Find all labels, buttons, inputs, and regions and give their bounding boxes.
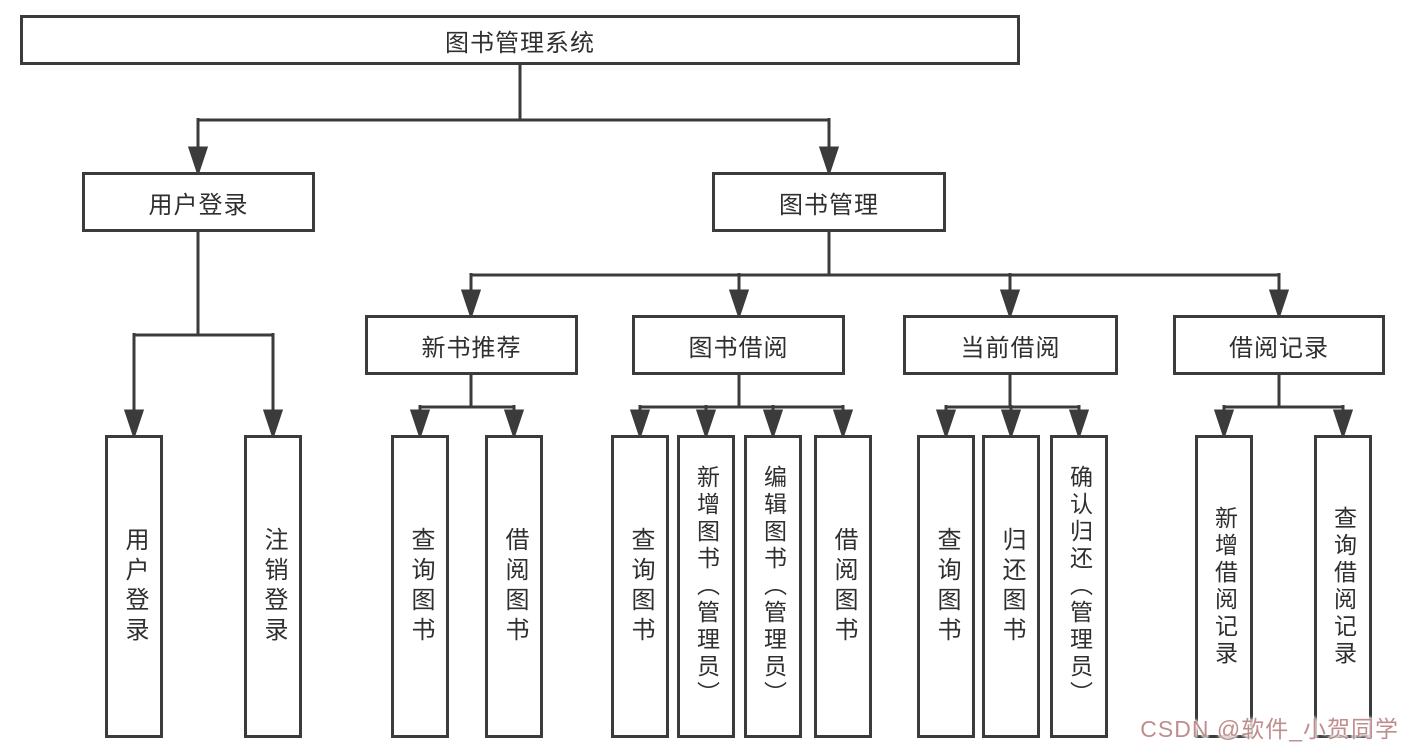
- leaf-label: 查询图书: [627, 526, 654, 647]
- connector-current-to-leaves: [935, 375, 1090, 440]
- leaf-logout: 注销登录: [244, 435, 302, 738]
- leaf-confirm-return-admin: 确认归还（管理员）: [1050, 435, 1108, 738]
- connector-bookmgmt-to-level3: [460, 232, 1290, 320]
- leaf-return-books: 归还图书: [982, 435, 1040, 738]
- node-label: 图书管理系统: [445, 29, 595, 57]
- leaf-label: 新增借阅记录: [1211, 505, 1238, 668]
- leaf-query-books: 查询图书: [611, 435, 669, 738]
- node-label: 新书推荐: [421, 334, 522, 362]
- node-new-book-recommend: 新书推荐: [365, 315, 578, 375]
- csdn-watermark: CSDN @软件_小贺同学: [1140, 716, 1399, 742]
- leaf-query-books: 查询图书: [391, 435, 449, 738]
- leaf-borrow-books: 借阅图书: [814, 435, 872, 738]
- leaf-add-books-admin: 新增图书（管理员）: [677, 435, 735, 738]
- leaf-borrow-books: 借阅图书: [485, 435, 543, 738]
- node-label: 图书管理: [779, 191, 879, 219]
- leaf-label: 查询图书: [933, 526, 960, 647]
- node-book-borrow: 图书借阅: [632, 315, 845, 375]
- leaf-query-borrow-record: 查询借阅记录: [1314, 435, 1372, 738]
- leaf-label: 归还图书: [998, 526, 1025, 647]
- leaf-user-login: 用户登录: [105, 435, 163, 738]
- node-user-login: 用户登录: [82, 172, 315, 232]
- leaf-add-borrow-record: 新增借阅记录: [1195, 435, 1253, 738]
- leaf-label: 借阅图书: [830, 526, 857, 647]
- connector-newrec-to-leaves: [409, 375, 525, 440]
- connector-root-to-level2: [187, 65, 840, 177]
- leaf-label: 查询借阅记录: [1330, 505, 1357, 668]
- connector-records-to-leaves: [1213, 375, 1354, 440]
- node-library-management-system: 图书管理系统: [20, 15, 1020, 65]
- node-book-management: 图书管理: [712, 172, 946, 232]
- leaf-label: 编辑图书（管理员）: [760, 465, 787, 708]
- leaf-label: 注销登录: [260, 526, 287, 647]
- leaf-query-books: 查询图书: [917, 435, 975, 738]
- leaf-label: 用户登录: [121, 526, 148, 647]
- connector-borrow-to-leaves: [629, 375, 854, 440]
- node-label: 借阅记录: [1229, 334, 1329, 362]
- connector-userlogin-to-leaves: [123, 232, 284, 440]
- leaf-label: 确认归还（管理员）: [1066, 465, 1093, 708]
- leaf-label: 查询图书: [407, 526, 434, 647]
- node-label: 当前借阅: [960, 334, 1061, 362]
- node-current-borrow: 当前借阅: [903, 315, 1118, 375]
- leaf-label: 借阅图书: [501, 526, 528, 647]
- leaf-edit-books-admin: 编辑图书（管理员）: [744, 435, 802, 738]
- leaf-label: 新增图书（管理员）: [693, 465, 720, 708]
- node-label: 图书借阅: [688, 334, 789, 362]
- node-label: 用户登录: [148, 191, 249, 219]
- node-borrow-records: 借阅记录: [1173, 315, 1385, 375]
